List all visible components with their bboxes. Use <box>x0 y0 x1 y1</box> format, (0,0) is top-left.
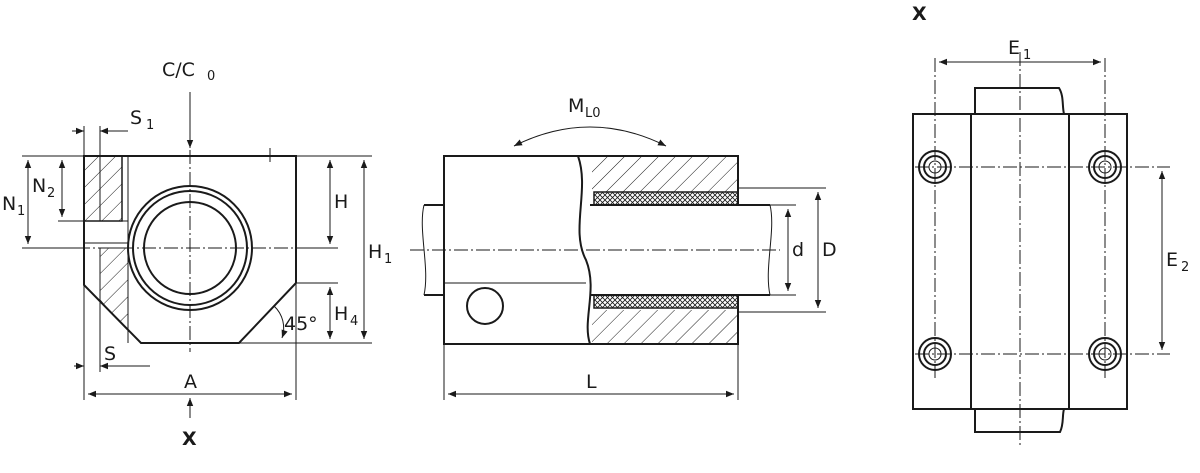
a-label: A <box>184 371 197 393</box>
svg-text:4: 4 <box>350 314 358 329</box>
s-label: S <box>104 343 116 365</box>
s1-label: S <box>130 107 142 129</box>
moment-arc <box>513 126 667 147</box>
bearing-top-section <box>593 191 739 206</box>
svg-text:2: 2 <box>1181 260 1189 275</box>
d-label: d <box>792 239 804 261</box>
svg-text:1: 1 <box>17 204 25 219</box>
D-label: D <box>822 239 837 261</box>
front-view: C/C 0 S 1 N 1 N 2 H H 4 H 1 <box>2 59 392 450</box>
h-label: H <box>334 191 348 213</box>
side-view: M L0 d D L <box>410 95 837 400</box>
angle-arc <box>273 305 288 339</box>
L-label: L <box>586 371 597 393</box>
svg-text:1: 1 <box>1023 48 1031 63</box>
top-view: X E 1 E 2 <box>912 3 1189 445</box>
svg-text:2: 2 <box>47 186 55 201</box>
load-label: C/C <box>162 59 195 81</box>
view-x-label: X <box>182 428 197 450</box>
angle-label: 45° <box>284 313 318 335</box>
n2-label: N <box>32 175 46 197</box>
svg-text:1: 1 <box>384 252 392 267</box>
bearing-bottom-section <box>593 294 739 309</box>
svg-text:1: 1 <box>146 118 154 133</box>
side-bolt-hole <box>466 287 504 325</box>
h1-label: H <box>368 241 382 263</box>
top-view-x-label: X <box>912 3 927 25</box>
moment-label: M <box>568 95 584 117</box>
svg-text:L0: L0 <box>585 106 601 121</box>
e2-label: E <box>1166 249 1178 271</box>
left-slot-section <box>83 155 123 222</box>
e1-label: E <box>1008 37 1020 59</box>
h4-label: H <box>334 303 348 325</box>
svg-text:0: 0 <box>207 69 215 84</box>
n1-label: N <box>2 193 16 215</box>
